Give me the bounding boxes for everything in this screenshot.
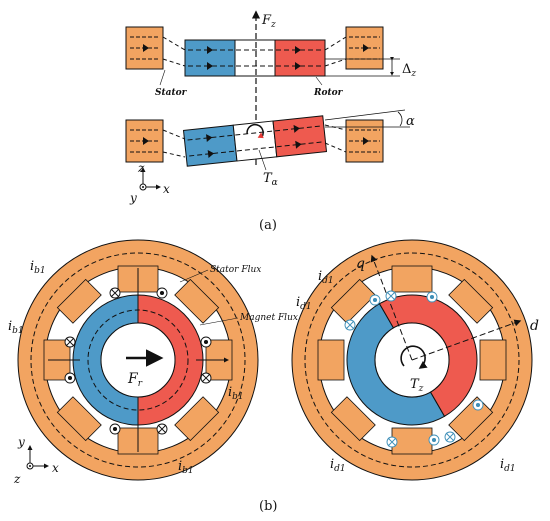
rotor-top [184,39,326,77]
stator-block-top-left [125,26,164,70]
flux-lines-bottom [162,124,347,158]
force-z-label: Fz [261,13,276,30]
current-d-label-4: id1 [500,457,516,474]
current-label-3: ib1 [228,385,244,402]
rotor-label: Rotor [313,88,344,98]
stator-flux-label: Stator Flux [210,265,261,275]
caption-a: (a) [259,218,277,233]
stator-block-top-right [345,26,384,70]
displacement-label: Δz [402,62,416,79]
d-axis-label: d [530,318,539,334]
current-d-label-2: id1 [296,295,312,312]
current-d-label-1: id1 [318,269,334,286]
flux-lines-top [162,36,347,67]
current-label-4: ib1 [178,459,194,476]
svg-text:y: y [129,191,137,205]
stator-block-bottom-right [345,119,384,163]
stator-label: Stator [155,88,188,98]
svg-text:x: x [52,461,59,475]
angle-alpha-label: α [406,114,415,129]
current-label-2: ib1 [8,319,24,336]
q-axis-label: q [356,256,365,272]
torque-z-label: Tz [410,377,424,394]
axes-a: z y x [129,161,170,205]
svg-text:z: z [13,472,21,486]
panel-b-left-motor: Fr Stator Flux Magnet Flux ib1 ib1 ib1 i… [8,239,298,486]
svg-text:y: y [17,435,25,449]
caption-b: (b) [259,499,277,514]
panel-a: Fz Δz Stator Rotor [125,10,416,233]
torque-alpha-label: Tα [263,171,278,188]
current-label-1: ib1 [30,259,46,276]
axes-b: y z x [13,435,59,486]
stator-block-bottom-left [125,119,164,163]
current-d-label-3: id1 [330,457,346,474]
magnet-flux-label: Magnet Flux [239,313,298,323]
panel-b-right-motor: q d Tz id1 id1 id1 id1 [291,239,539,481]
rotor-tilted [182,115,328,167]
svg-text:x: x [163,182,170,196]
force-r-label: Fr [127,371,143,389]
svg-text:z: z [137,161,145,175]
